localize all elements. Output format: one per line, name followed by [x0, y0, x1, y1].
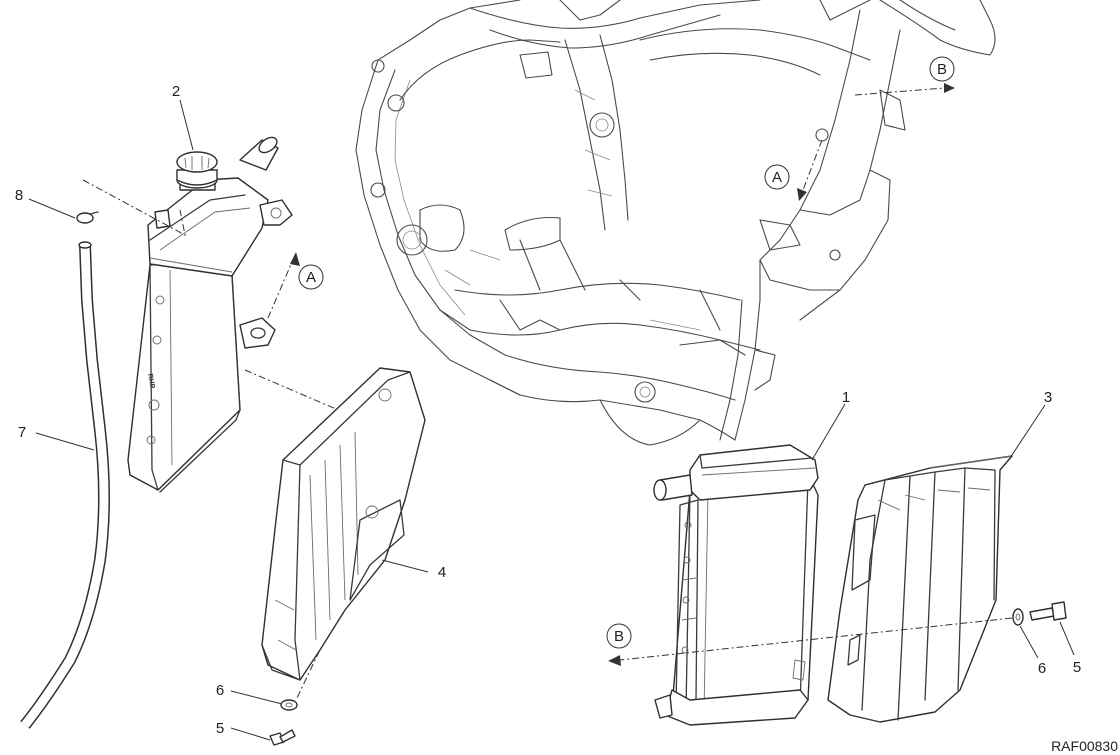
motorcycle-frame — [355, 0, 996, 446]
washer-right — [1012, 608, 1024, 626]
callout-6-right: 6 — [1019, 625, 1046, 677]
callout-6b-label: 6 — [1038, 660, 1046, 677]
callout-1-label: 1 — [842, 389, 850, 406]
shroud-right — [827, 455, 1013, 723]
frame-arrow-b: B — [854, 56, 955, 96]
callout-8-label: 8 — [15, 187, 23, 204]
bolt-left — [269, 729, 296, 746]
shroud-left — [261, 367, 426, 681]
callout-6a-label: 6 — [216, 682, 224, 699]
callout-8: 8 — [15, 187, 76, 219]
callout-3-label: 3 — [1044, 389, 1052, 406]
callout-2: 2 — [172, 83, 194, 151]
callout-5-left: 5 — [216, 720, 271, 741]
callout-3: 3 — [1009, 389, 1052, 459]
marker-a-frame: A — [772, 169, 782, 186]
marker-b-frame: B — [937, 61, 947, 78]
marker-a-left: A — [306, 269, 316, 286]
hose-routing-line — [82, 179, 186, 236]
overflow-hose — [20, 241, 110, 729]
drawing-reference: RAF00830 — [1051, 738, 1118, 754]
marker-b-right: B — [614, 628, 624, 645]
frame-arrow-a: A — [764, 139, 823, 201]
callout-1: 1 — [811, 389, 850, 461]
callout-5-right: 5 — [1059, 621, 1081, 676]
bolt-right — [1029, 601, 1067, 621]
callout-4-label: 4 — [438, 564, 446, 581]
callout-2-label: 2 — [172, 83, 180, 100]
left-arrow-a: A — [267, 252, 324, 319]
callout-7-label: 7 — [18, 424, 26, 441]
radiator-left: RHR — [127, 136, 293, 493]
hose-clamp — [76, 211, 99, 224]
callout-5a-label: 5 — [216, 720, 224, 737]
radiator-right — [653, 444, 819, 726]
radiator-stamp: RHR — [146, 373, 156, 389]
callout-5b-label: 5 — [1073, 659, 1081, 676]
washer-left — [280, 699, 298, 711]
callout-4: 4 — [381, 559, 446, 581]
callout-7: 7 — [18, 424, 95, 451]
callout-6-left: 6 — [216, 682, 283, 705]
right-arrow-b: B — [606, 617, 1013, 666]
